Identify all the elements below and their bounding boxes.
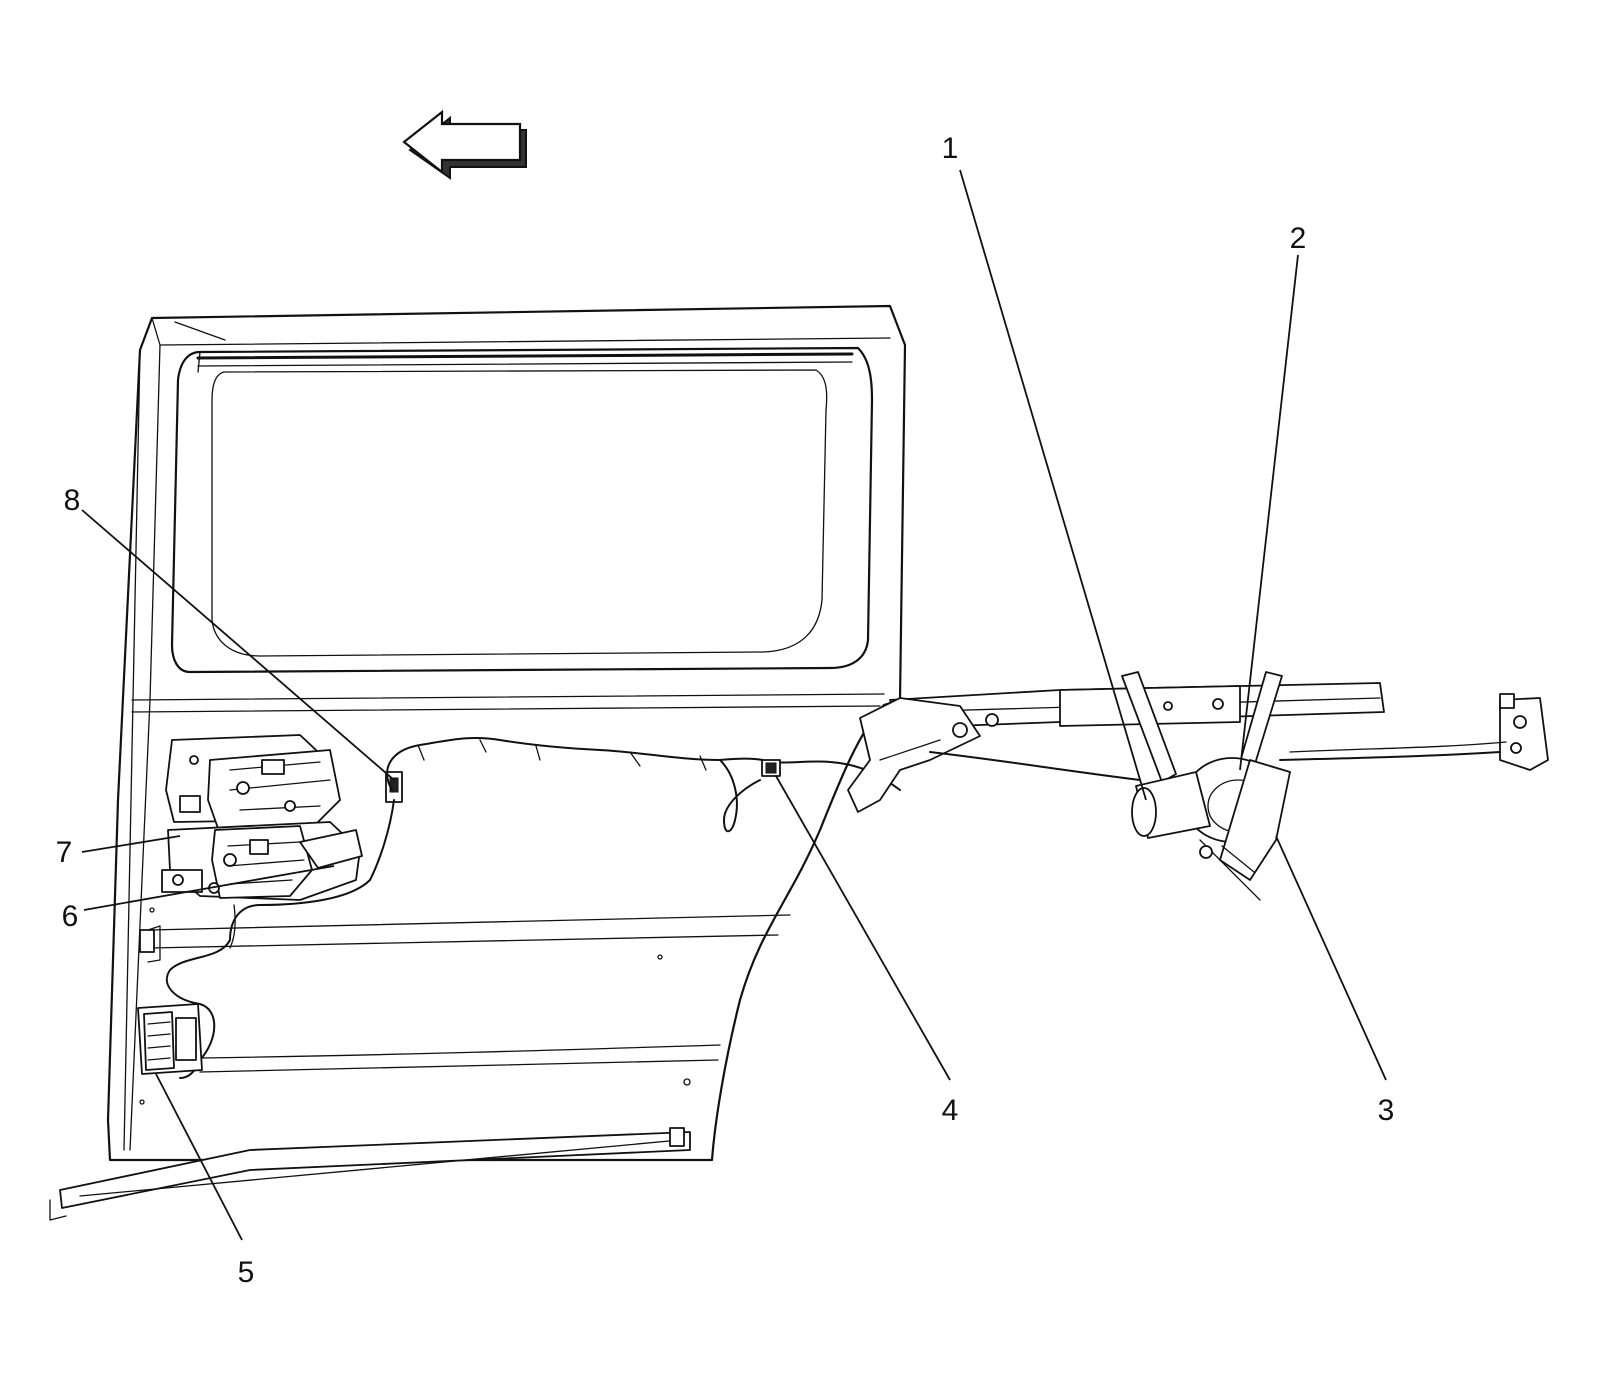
callout-4: 4 [942,1094,959,1127]
door-harness-connector [761,759,781,777]
callout-3: 3 [1378,1094,1395,1127]
lower-bracket [139,925,161,963]
lock-actuator [385,771,403,803]
callout-5: 5 [238,1256,255,1289]
leader-4 [775,775,951,1081]
power-sliding-door-track [847,671,1549,901]
callout-leaders [81,169,1387,1241]
front-latch-assembly [161,821,363,901]
leader-3 [1275,835,1387,1081]
leader-8 [81,509,395,781]
leader-2 [1239,254,1299,771]
leader-6 [83,865,335,911]
callout-labels: 1 2 3 4 5 6 7 8 [56,132,1395,1289]
callout-7: 7 [56,836,73,869]
leader-7 [81,835,181,853]
direction-arrow-icon [402,109,527,180]
wiring-harness [165,736,901,1079]
callout-1: 1 [942,132,959,165]
lower-track-rail [49,1127,691,1221]
callout-6: 6 [62,900,79,933]
door-window-glass [170,346,874,674]
rear-latch-assembly [165,734,341,835]
callout-8: 8 [64,484,81,517]
door-contact-connector [137,1003,203,1075]
leader-1 [959,169,1147,801]
callout-2: 2 [1290,222,1307,255]
leader-5 [155,1073,243,1241]
